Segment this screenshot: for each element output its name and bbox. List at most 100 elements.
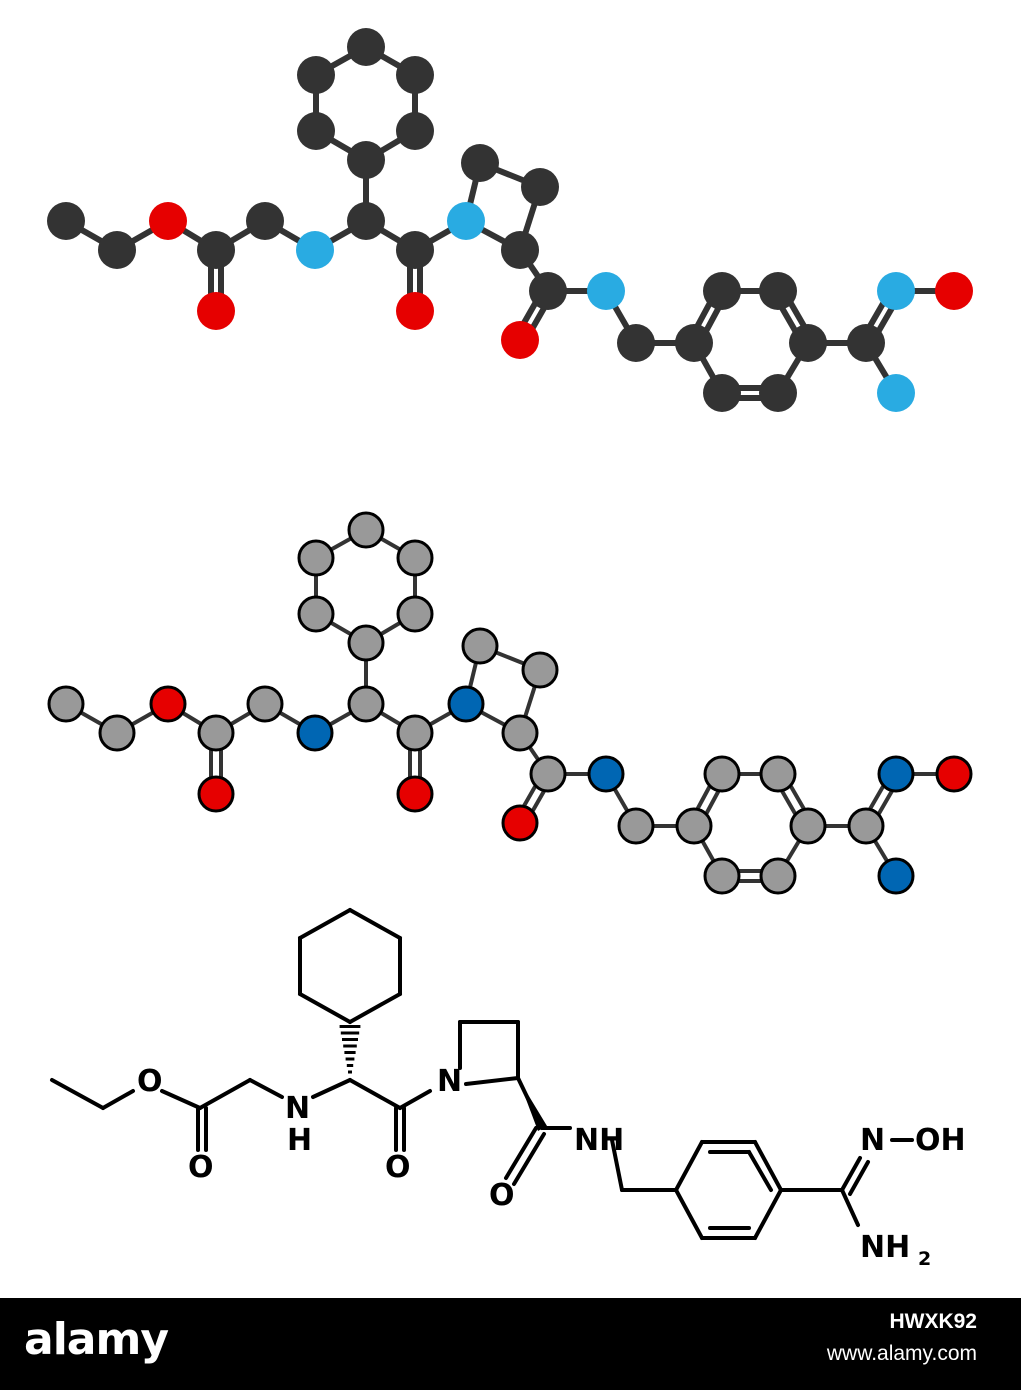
skeletal-bond-33 (848, 1160, 870, 1196)
atom-c1-c (47, 202, 85, 240)
skeletal-bond-27 (674, 1188, 704, 1240)
atom-r3-c (297, 56, 335, 94)
atom-r6-c (396, 595, 434, 633)
skeletal-bond-15 (464, 1076, 520, 1086)
atom-label-nh-h: H (287, 1123, 312, 1158)
atom-c3-c (197, 231, 235, 269)
atom-c9-c (461, 627, 499, 665)
atom-label-oxime-oh: OH (915, 1123, 966, 1158)
atom-n5-n (877, 857, 915, 895)
ball-and-stick-model (47, 511, 973, 895)
atom-r4-c (347, 511, 385, 549)
atom-o3-o (396, 292, 434, 330)
atom-o5-o (935, 755, 973, 793)
atom-c18-c (847, 807, 885, 845)
molecule-figure: O O N H O N O NH N OH NH 2 (47, 28, 973, 1270)
atom-c2-c (98, 714, 136, 752)
atom-c17-c (703, 857, 741, 895)
atom-o2-o (197, 292, 235, 330)
watermark-image-id: HWXK92 (889, 1310, 977, 1333)
atom-r1-c (347, 141, 385, 179)
atom-c16-c (759, 857, 797, 895)
skeletal-bond-32 (840, 1156, 862, 1192)
atom-c18-c (847, 324, 885, 362)
atom-n3-n (587, 272, 625, 310)
atom-c12-c (675, 324, 713, 362)
atom-c7-c (501, 714, 539, 752)
atom-r5-c (396, 56, 434, 94)
watermark-url: www.alamy.com (826, 1342, 977, 1365)
atom-c8-c (521, 168, 559, 206)
atom-n5-n (877, 374, 915, 412)
atom-c13-c (703, 755, 741, 793)
atom-c10-c (529, 755, 567, 793)
skeletal-bonds (50, 908, 914, 1240)
skeletal-bond-37 (348, 908, 402, 940)
skeletal-bond-20 (610, 1138, 624, 1192)
atom-label-o-amide-2: O (489, 1178, 515, 1213)
atom-c14-c (759, 755, 797, 793)
atom-label-nh-n: N (285, 1091, 310, 1126)
skeletal-bond-2 (160, 1089, 202, 1110)
watermark-bar: alamy HWXK92 www.alamy.com (0, 1298, 1021, 1390)
skeletal-bond-36 (298, 908, 352, 940)
atom-c11-c (617, 324, 655, 362)
atom-o1-o (149, 202, 187, 240)
atom-n1-n (296, 231, 334, 269)
skeletal-bond-18 (504, 1126, 538, 1180)
skeletal-bond-19 (512, 1132, 546, 1186)
atom-c7-c (501, 231, 539, 269)
atom-label-amide-nh: NH (574, 1123, 624, 1158)
atom-c17-c (703, 374, 741, 412)
atom-r4-c (347, 28, 385, 66)
atom-label-oxime-n: N (860, 1123, 885, 1158)
atom-o3-o (396, 775, 434, 813)
atom-label-o-ether: O (137, 1064, 163, 1099)
solid-wedge (518, 1078, 547, 1131)
atom-o1-o (149, 685, 187, 723)
atom-label-o-ester-carbonyl: O (188, 1150, 214, 1185)
atom-label-nh2: NH (860, 1230, 910, 1265)
atom-r2-c (297, 112, 335, 150)
atom-c6-c (396, 714, 434, 752)
watermark-logo: alamy (24, 1314, 169, 1365)
skeletal-bond-24 (753, 1140, 783, 1192)
space-filling-model-dark (47, 28, 973, 412)
atom-o5-o (935, 272, 973, 310)
atom-r2-c (297, 595, 335, 633)
skeletal-bond-25 (753, 1188, 783, 1240)
atom-r1-c (347, 624, 385, 662)
atom-c9-c (461, 144, 499, 182)
skeletal-bond-40 (298, 992, 352, 1024)
atom-c3-c (197, 714, 235, 752)
atom-c15-c (789, 324, 827, 362)
atom-c12-c (675, 807, 713, 845)
atom-n2-n (447, 685, 485, 723)
skeletal-bond-4 (248, 1078, 284, 1099)
atom-c15-c (789, 807, 827, 845)
atom-n3-n (587, 755, 625, 793)
atom-c6-c (396, 231, 434, 269)
skeletal-bond-30 (747, 1150, 773, 1192)
atom-label-n-azetidine: N (437, 1064, 462, 1099)
skeletal-bond-5 (311, 1078, 352, 1099)
atom-c1-c (47, 685, 85, 723)
atom-c8-c (521, 651, 559, 689)
atom-c14-c (759, 272, 797, 310)
atom-c16-c (759, 374, 797, 412)
atom-c4-c (246, 202, 284, 240)
atom-n4-n (877, 272, 915, 310)
atom-c10-c (529, 272, 567, 310)
atom-o4-o (501, 804, 539, 842)
atom-o4-o (501, 321, 539, 359)
atom-r6-c (396, 112, 434, 150)
skeletal-bond-34 (840, 1188, 860, 1227)
skeletal-bond-6 (348, 1078, 402, 1110)
skeletal-bond-1 (101, 1089, 135, 1110)
skeletal-formula: O O N H O N O NH N OH NH 2 (50, 908, 966, 1270)
atom-c5-c (347, 685, 385, 723)
atom-c11-c (617, 807, 655, 845)
skeletal-bond-7 (398, 1089, 432, 1110)
skeletal-bond-22 (674, 1140, 704, 1192)
skeletal-bond-39 (348, 992, 402, 1024)
